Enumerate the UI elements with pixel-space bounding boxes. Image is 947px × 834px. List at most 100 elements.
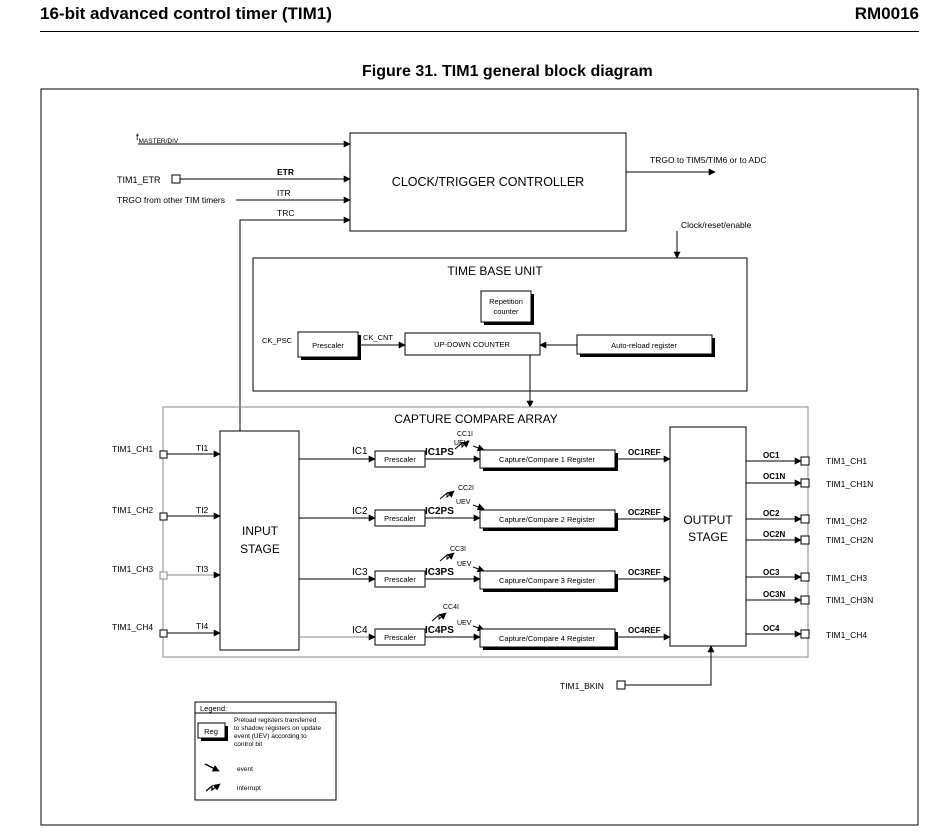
legend-reg-desc-1: Preload registers transferred (234, 717, 317, 724)
tim1-ch3n-out-label: TIM1_CH3N (826, 595, 873, 605)
time-base-unit-title: TIME BASE UNIT (447, 264, 543, 278)
ch1-pin-square (159, 450, 168, 459)
header-rule (40, 31, 919, 32)
input-stage-label-2: STAGE (240, 542, 280, 556)
ti4-label: TI4 (196, 621, 209, 631)
figure-frame (40, 88, 919, 826)
channel-3: TIM1_CH3 TI3 IC3 Prescaler IC3PS CC3I UE… (112, 546, 873, 605)
ccr2-shadow (615, 513, 618, 531)
legend-interrupt-icon (205, 783, 221, 792)
tbu-prescaler-shadow (358, 335, 361, 360)
ch2-event-icon (472, 503, 485, 511)
cc4i-label: CC4I (443, 604, 459, 611)
legend-title: Legend: (200, 704, 227, 713)
input-stage-label-1: INPUT (242, 524, 279, 538)
ti3-label: TI3 (196, 564, 209, 574)
clock-trigger-controller-label: CLOCK/TRIGGER CONTROLLER (392, 175, 584, 189)
ic3ps-label: IC3PS (425, 567, 454, 578)
cc3i-label: CC3I (450, 546, 466, 553)
ch3-pin-label: TIM1_CH3 (112, 564, 153, 574)
oc1n-label: OC1N (763, 472, 785, 481)
legend-interrupt-label: interrupt (237, 785, 261, 792)
oc2ref-label: OC2REF (628, 508, 661, 517)
ccr4-shadow-bottom (483, 647, 618, 650)
legend-reg-label: Reg (204, 727, 218, 736)
oc3n-pin-square (800, 595, 810, 605)
ti1-label: TI1 (196, 443, 209, 453)
ch1-prescaler-label: Prescaler (384, 455, 416, 464)
ch3-interrupt-icon (439, 552, 455, 562)
ch2-prescaler-label: Prescaler (384, 514, 416, 523)
repetition-counter-label-1: Repetition (489, 297, 523, 306)
oc1-label: OC1 (763, 451, 780, 460)
bkin-line (625, 645, 715, 686)
tim1-ch1-out-label: TIM1_CH1 (826, 456, 867, 466)
tim1-ch4-out-label: TIM1_CH4 (826, 630, 867, 640)
fmaster-label: fMASTER/DIV (136, 132, 179, 145)
ch2-pin-square (159, 512, 168, 521)
ti2-label: TI2 (196, 505, 209, 515)
ccr2-shadow-bottom (483, 528, 618, 531)
ck-cnt-label: CK_CNT (363, 333, 393, 342)
repetition-counter-label-2: counter (493, 307, 519, 316)
oc2-pin-square (800, 514, 810, 524)
ccr2-label: Capture/Compare 2 Register (499, 515, 595, 524)
tim1-ch2-out-label: TIM1_CH2 (826, 516, 867, 526)
tim1-ch3-out-label: TIM1_CH3 (826, 573, 867, 583)
oc1n-pin-square (800, 478, 810, 488)
ccr3-shadow-bottom (483, 589, 618, 592)
ch1-interrupt-icon (454, 440, 470, 450)
figure-title: Figure 31. TIM1 general block diagram (362, 63, 653, 80)
clock-trigger-controller-block (349, 132, 627, 232)
input-stage-block (219, 430, 300, 651)
oc1ref-label: OC1REF (628, 448, 661, 457)
ch3-event-icon (472, 565, 485, 573)
ch2-uev-label: UEV (456, 499, 471, 506)
ch3-uev-label: UEV (457, 561, 472, 568)
auto-reload-register-shadow-bottom (580, 354, 715, 357)
ccr3-label: Capture/Compare 3 Register (499, 576, 595, 585)
channel-2: TIM1_CH2 TI2 IC2 Prescaler IC2PS CC2I UE… (112, 485, 873, 545)
tim1-ch1n-out-label: TIM1_CH1N (826, 479, 873, 489)
legend-event-icon (204, 763, 220, 772)
legend-reg-desc-2: to shadow registers on update (234, 725, 321, 732)
oc3-label: OC3 (763, 568, 780, 577)
auto-reload-register-label: Auto-reload register (611, 341, 677, 350)
itr-label: ITR (277, 188, 291, 198)
ccr3-shadow (615, 574, 618, 592)
output-stage-label-1: OUTPUT (683, 513, 733, 527)
ccr1-shadow (615, 453, 618, 471)
legend-reg-shadow (225, 726, 228, 741)
ch1-event-icon (472, 444, 485, 452)
auto-reload-register-shadow (712, 338, 715, 357)
ch3-prescaler-label: Prescaler (384, 575, 416, 584)
trc-label: TRC (277, 208, 294, 218)
cc1i-label: CC1I (457, 431, 473, 438)
ch3-pin-square (159, 571, 168, 580)
trgo-in-label: TRGO from other TIM timers (117, 195, 225, 205)
ch4-uev-label: UEV (457, 620, 472, 627)
ic4-label: IC4 (352, 625, 368, 636)
ch4-pin-label: TIM1_CH4 (112, 622, 153, 632)
etr-pin-square (171, 174, 181, 184)
page-header-doc-id: RM0016 (854, 4, 919, 23)
ic4ps-label: IC4PS (425, 625, 454, 636)
oc1-pin-square (800, 456, 810, 466)
tbu-prescaler-box (297, 331, 359, 358)
page-header-title: 16-bit advanced control timer (TIM1) (40, 4, 332, 23)
ch2-interrupt-icon (439, 490, 455, 500)
ch1-pin-label: TIM1_CH1 (112, 444, 153, 454)
output-stage-label-2: STAGE (688, 530, 728, 544)
ccr1-label: Capture/Compare 1 Register (499, 455, 595, 464)
ic2ps-label: IC2PS (425, 506, 454, 517)
oc2-label: OC2 (763, 509, 780, 518)
ch4-prescaler-label: Prescaler (384, 633, 416, 642)
ck-psc-label: CK_PSC (262, 336, 293, 345)
oc3n-label: OC3N (763, 590, 785, 599)
oc2n-pin-square (800, 535, 810, 545)
ic1ps-label: IC1PS (425, 447, 454, 458)
trc-line (239, 216, 351, 431)
oc3ref-label: OC3REF (628, 568, 661, 577)
etr-label: ETR (277, 167, 294, 177)
